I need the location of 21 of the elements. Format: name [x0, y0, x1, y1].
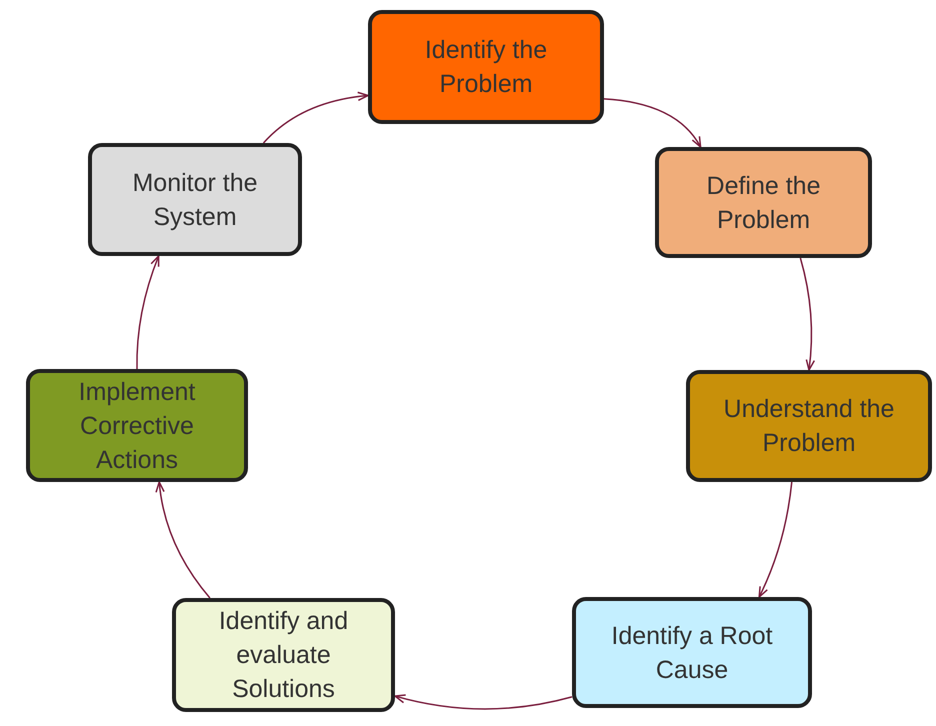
curved-arrow	[604, 98, 702, 148]
curved-arrow	[156, 481, 210, 598]
process-box	[655, 147, 872, 258]
curved-arrow	[758, 482, 793, 598]
curved-arrow	[262, 92, 369, 144]
box-label: Identify and evaluate Solutions	[218, 606, 350, 705]
box-label: Monitor the System	[131, 168, 259, 232]
process-box	[172, 598, 395, 712]
curved-arrow	[394, 694, 572, 710]
process-box	[368, 10, 604, 124]
box-label: Define the Problem	[706, 170, 822, 236]
box-label: Identify a Root Cause	[610, 620, 774, 686]
process-box	[686, 370, 932, 482]
process-box	[572, 597, 812, 708]
process-box	[26, 369, 248, 482]
curved-arrow	[136, 255, 160, 369]
box-label: Understand the Problem	[722, 394, 896, 459]
box-label: Implement Corrective Actions	[78, 376, 196, 476]
process-box	[88, 143, 302, 256]
box-label: Identify the Problem	[424, 35, 548, 100]
curved-arrow	[800, 258, 815, 371]
